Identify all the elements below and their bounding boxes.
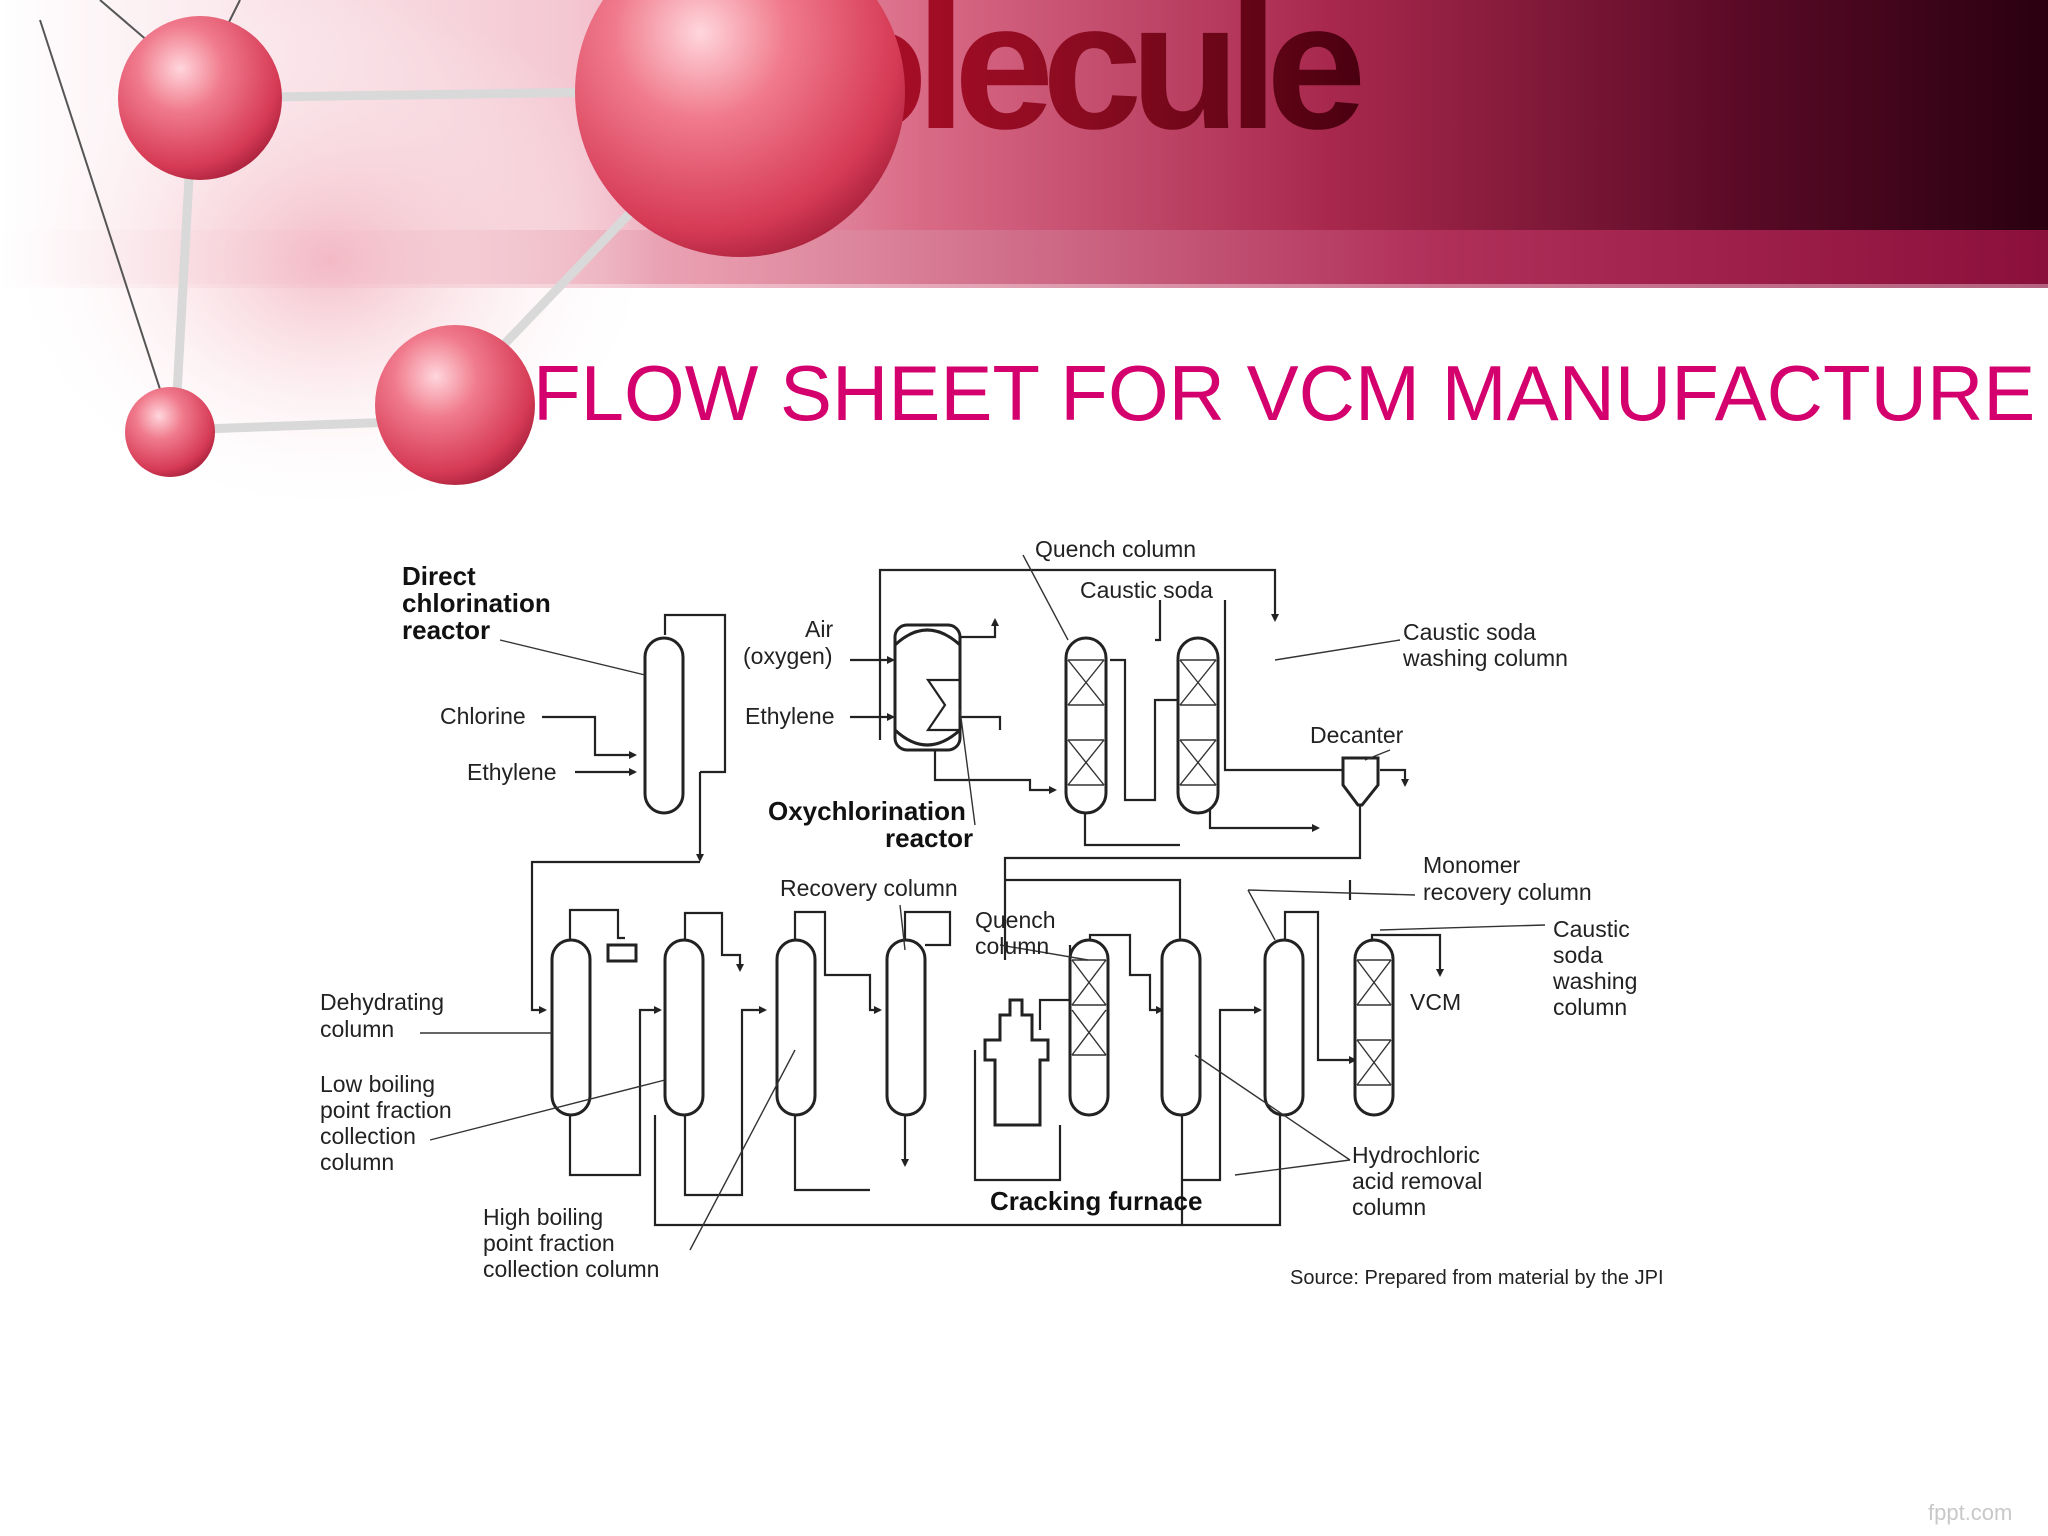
molecule-sphere-large: [575, 0, 905, 257]
label-monomer-recovery: Monomer: [1423, 852, 1520, 878]
label-caustic-wash: washing column: [1402, 645, 1568, 671]
label-dehydrating: column: [320, 1016, 394, 1042]
decanter: [1341, 756, 1380, 807]
label-caustic-wash: washing: [1552, 968, 1637, 994]
label-air: (oxygen): [743, 643, 832, 669]
label-caustic-soda: Caustic soda: [1080, 577, 1213, 603]
label-quench-column: column: [975, 933, 1049, 959]
molecule-sphere: [375, 325, 535, 485]
label-decanter: Decanter: [1310, 722, 1404, 748]
oxychlorination-reactor: [893, 623, 962, 752]
label-caustic-wash: column: [1553, 994, 1627, 1020]
label-caustic-wash: Caustic: [1553, 916, 1630, 942]
quench-column-lower: [1068, 938, 1110, 1117]
leader-lines: [420, 554, 1546, 1251]
label-quench-column: Quench: [975, 907, 1056, 933]
label-high-boiling: collection column: [483, 1256, 659, 1282]
molecule-graphic: [0, 0, 905, 520]
direct-chlorination-reactor: [643, 636, 685, 815]
label-high-boiling: High boiling: [483, 1204, 603, 1230]
label-low-boiling: point fraction: [320, 1097, 452, 1123]
label-low-boiling: column: [320, 1149, 394, 1175]
process-lines: [530, 568, 1444, 1227]
reflux-drum: [606, 943, 638, 963]
low-boiling-column: [663, 938, 705, 1117]
label-high-boiling: point fraction: [483, 1230, 615, 1256]
label-ethylene: Ethylene: [467, 759, 557, 785]
label-dehydrating: Dehydrating: [320, 989, 444, 1015]
molecule-sphere: [118, 16, 282, 180]
hydrochloric-acid-removal-column: [1160, 938, 1202, 1117]
label-hcl-removal: acid removal: [1352, 1168, 1482, 1194]
high-boiling-column: [775, 938, 817, 1117]
label-direct-reactor: chlorination: [402, 588, 551, 618]
caustic-washing-column-upper: [1176, 636, 1220, 815]
label-ethylene: Ethylene: [745, 703, 835, 729]
label-direct-reactor: reactor: [402, 615, 490, 645]
label-hcl-removal: column: [1352, 1194, 1426, 1220]
flow-diagram: Direct chlorination reactor Chlorine Eth…: [320, 536, 1664, 1289]
equipment: [550, 623, 1395, 1127]
label-vcm: VCM: [1410, 989, 1461, 1015]
label-direct-reactor: Direct: [402, 561, 476, 591]
molecule-sphere: [125, 387, 215, 477]
cracking-furnace: [983, 998, 1050, 1127]
label-monomer-recovery: recovery column: [1423, 879, 1592, 905]
label-quench-column: Quench column: [1035, 536, 1196, 562]
dehydrating-column: [550, 938, 592, 1117]
diagram-labels: Direct chlorination reactor Chlorine Eth…: [320, 536, 1664, 1289]
label-oxy-reactor: Oxychlorination: [768, 796, 966, 826]
label-cracking-furnace: Cracking furnace: [990, 1186, 1202, 1216]
label-caustic-wash: soda: [1553, 942, 1603, 968]
label-low-boiling: Low boiling: [320, 1071, 435, 1097]
caustic-washing-column-lower: [1353, 938, 1395, 1117]
label-chlorine: Chlorine: [440, 703, 526, 729]
footer-brand: fppt.com: [1928, 1500, 2012, 1525]
label-recovery-column: Recovery column: [780, 875, 958, 901]
quench-column-upper: [1064, 636, 1108, 815]
recovery-column: [885, 938, 927, 1117]
label-caustic-wash: Caustic soda: [1403, 619, 1536, 645]
label-low-boiling: collection: [320, 1123, 416, 1149]
label-source: Source: Prepared from material by the JP…: [1290, 1267, 1664, 1289]
label-hcl-removal: Hydrochloric: [1352, 1142, 1480, 1168]
monomer-recovery-column: [1263, 938, 1305, 1117]
label-air: Air: [805, 616, 833, 642]
label-oxy-reactor: reactor: [885, 823, 973, 853]
slide-title: FLOW SHEET FOR VCM MANUFACTURE: [533, 349, 2035, 437]
